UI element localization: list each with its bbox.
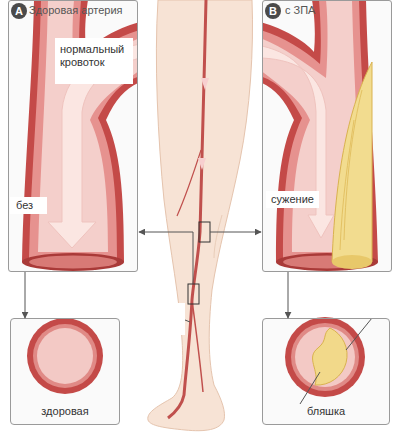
knee-contour [214,215,222,258]
flow-arrow [201,78,209,90]
artery-mirror [262,0,378,271]
diseased-artery [262,0,378,271]
node-text: здоровая [11,405,119,418]
zoom-panel: Здоровая артерияAнормальный кровоток [8,0,138,272]
blood-flow-arrow [262,46,334,238]
blank-label-box [356,300,390,316]
artery-branch [177,150,201,216]
artery-section-wall [27,318,103,394]
artery-lumen [29,0,138,258]
panel-background [10,318,120,425]
cross-section-box: бляшка [262,318,390,425]
leader-line [185,320,190,322]
leader-line [346,318,372,350]
node-text: с ЗПА [285,4,315,17]
zoom-leader [139,232,193,284]
blank-label-box [118,303,185,335]
artery-section-lumen [37,328,93,384]
artery-wall [22,0,138,262]
artery-branch [192,300,203,392]
node-text: Здоровая артерия [29,4,123,17]
annotation-label: сужение [266,191,319,208]
plaque [332,62,372,262]
artery-section-ring [33,324,97,388]
artery-section-lumen [295,327,355,387]
panel-letter: B [265,3,281,19]
panel-badge: B [265,3,281,19]
artery-wall [262,0,378,262]
annotation-label: без [10,197,47,214]
zoom-marker [188,284,199,304]
healthy-artery [22,0,138,271]
leader-line [300,372,320,404]
artery-section-ring [291,323,359,391]
artery-opening [22,253,124,271]
leg-artery [168,0,206,418]
artery-section-wall [285,317,365,397]
panel-letter: A [11,3,27,19]
leg [148,0,253,431]
artery-opening-inner [283,256,371,269]
badge-circle [265,3,281,19]
flow-label-box: нормальный кровоток [55,38,133,84]
zoom-marker [199,222,210,242]
panel-background [262,318,390,425]
zoom-connector [25,272,26,318]
flow-arrow [198,158,206,170]
plaque-texture [340,90,362,250]
zoom-panel: с ЗПА B [262,0,392,272]
plaque-section [332,255,372,269]
node-text: нормальный кровоток [60,43,130,69]
panel-badge: A [11,3,27,19]
artery-opening-inner [29,256,117,269]
zoom-leader [210,232,261,233]
cross-section-box: здоровая [10,318,120,425]
badge-circle [11,3,27,19]
artery-inner [38,0,138,252]
zoom-connector [288,272,289,318]
node-text: бляшка [263,405,389,418]
